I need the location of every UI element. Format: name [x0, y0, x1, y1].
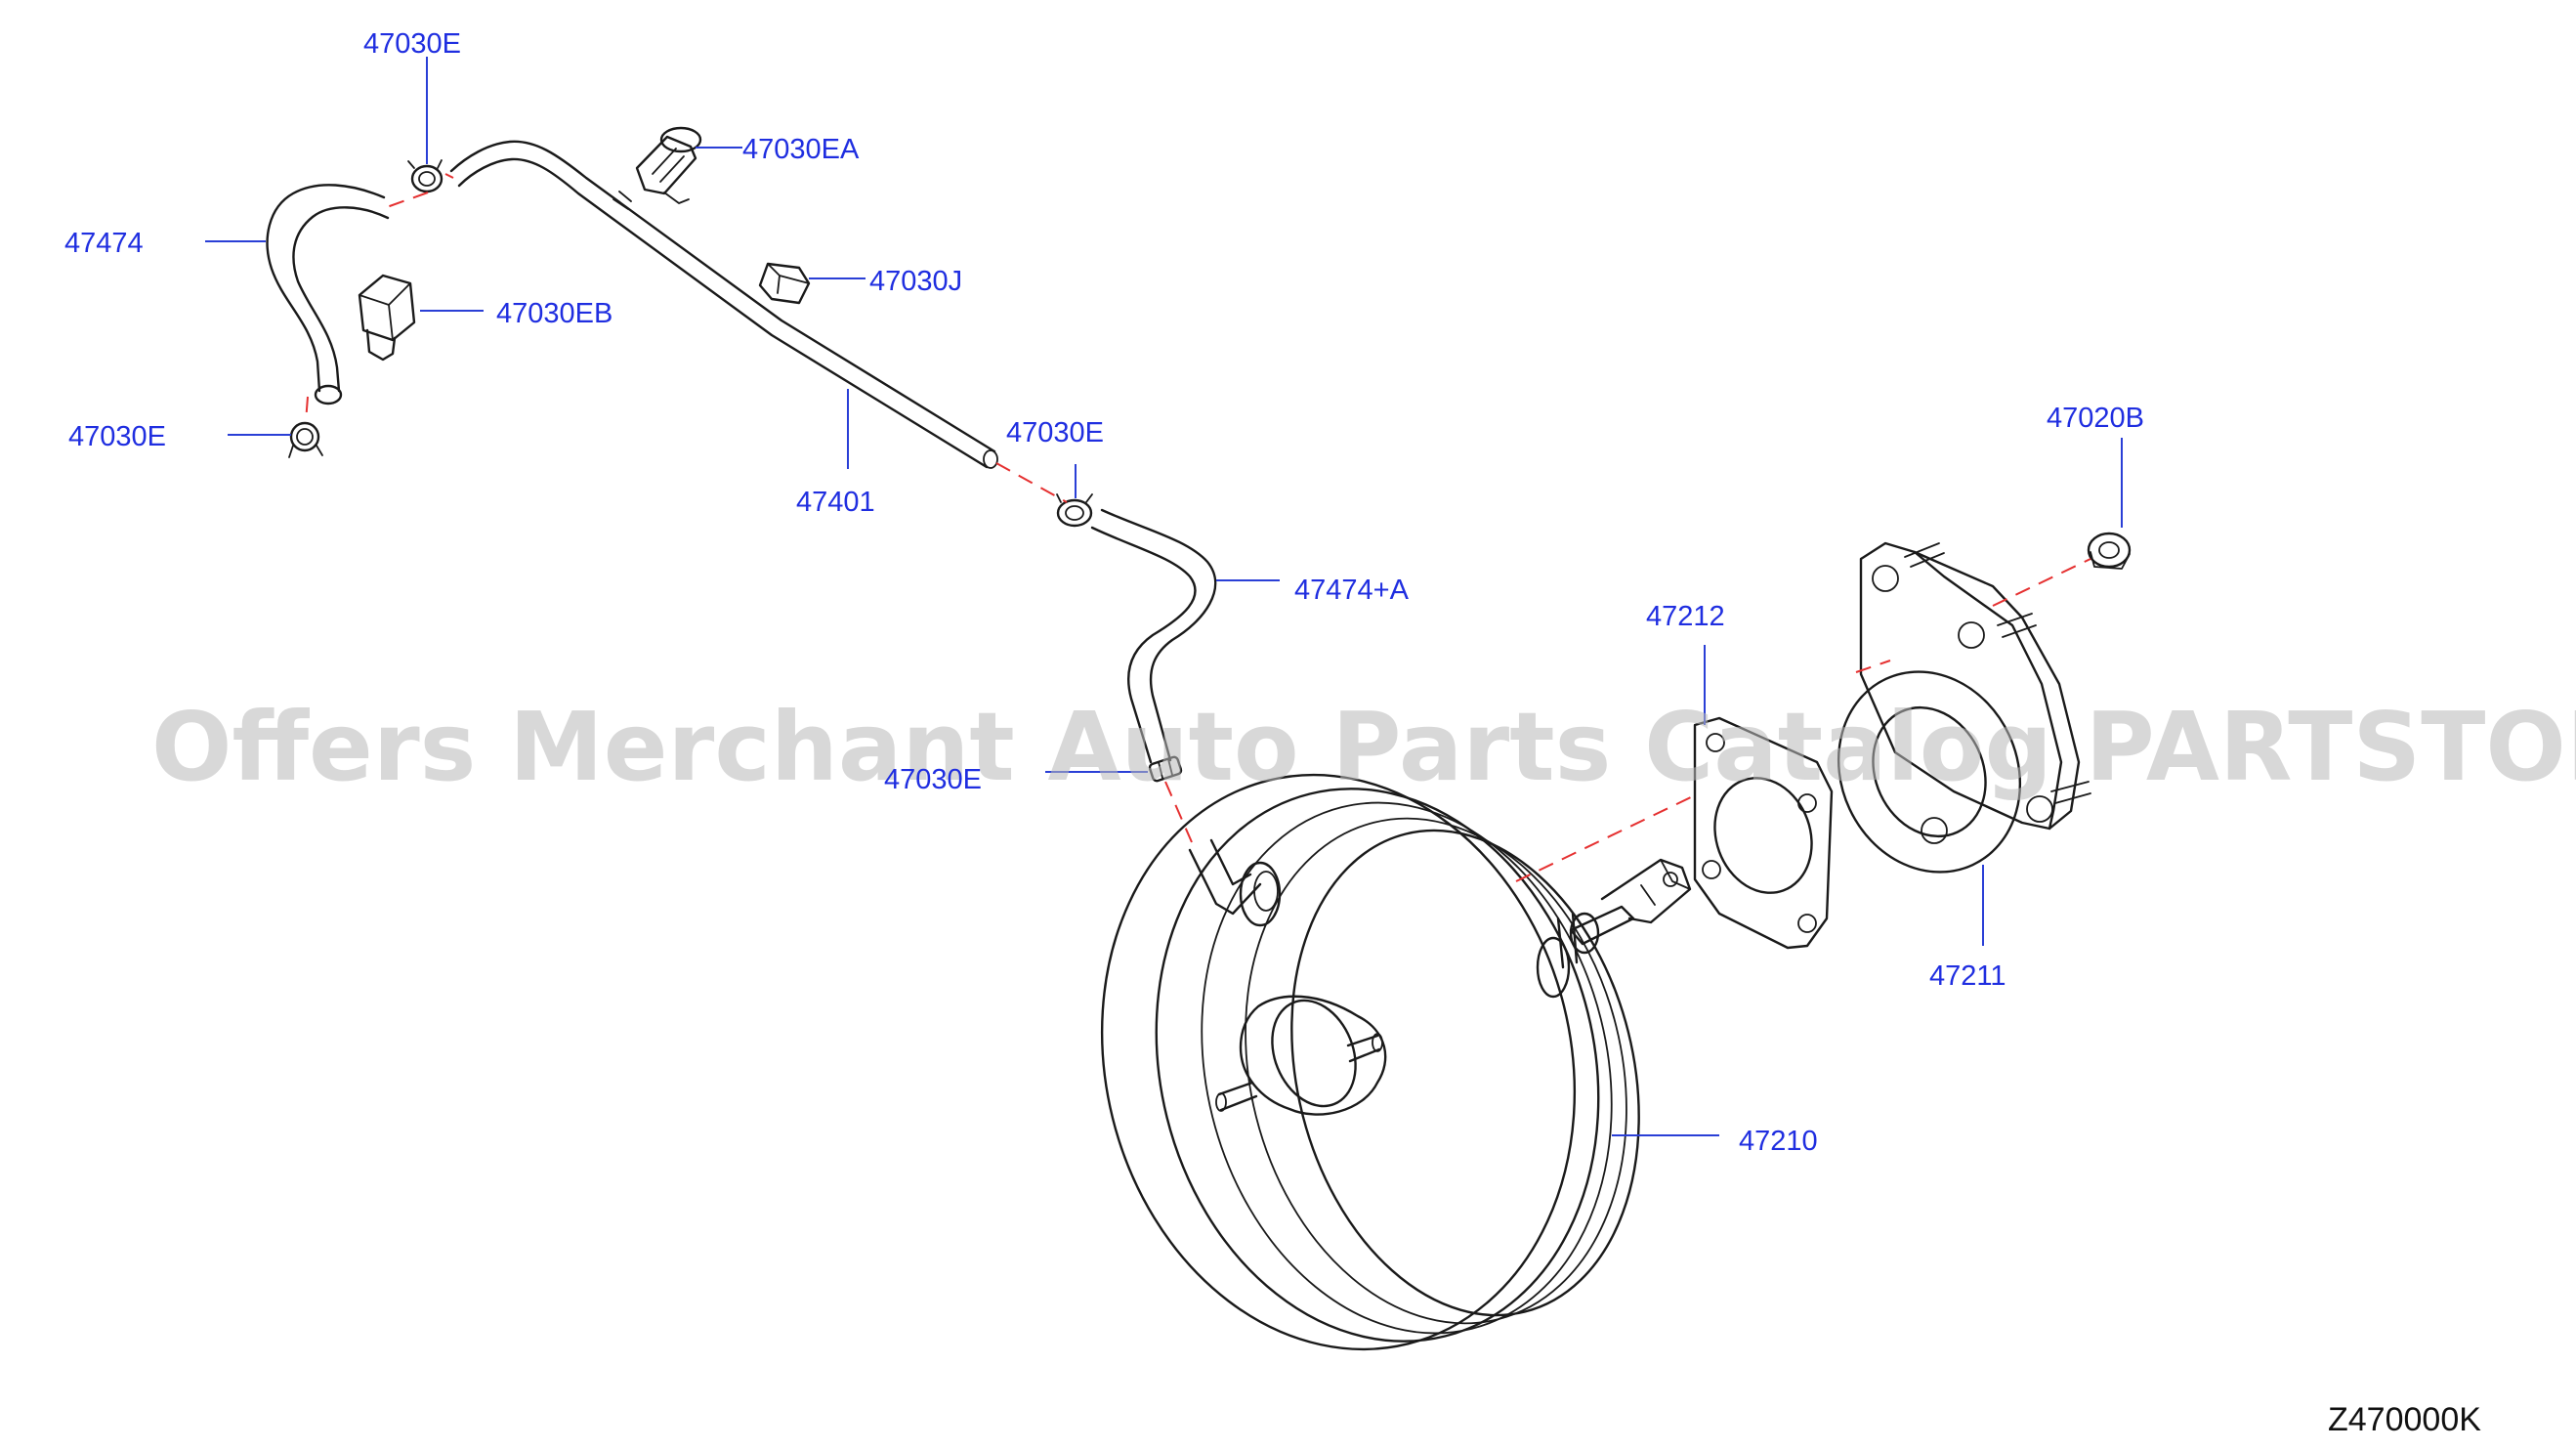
- check-valve[interactable]: [1148, 755, 1183, 783]
- callout-clip-eb[interactable]: 47030EB: [496, 298, 612, 329]
- callout-spacer[interactable]: 47211: [1929, 960, 2006, 992]
- callout-labels: 47030E 47030EA 47474 47030J 47030EB 4703…: [64, 28, 2144, 1157]
- phantom-lines: [305, 173, 2091, 882]
- booster-spacer[interactable]: [1806, 541, 2091, 902]
- vacuum-hose-left[interactable]: [266, 184, 390, 405]
- callout-check-valve[interactable]: 47030E: [884, 764, 982, 795]
- connector-upper[interactable]: [635, 126, 702, 204]
- hose-clamp-middle[interactable]: [1056, 493, 1093, 528]
- callout-booster[interactable]: 47210: [1739, 1126, 1818, 1157]
- callout-clamp-upper[interactable]: 47030E: [363, 28, 461, 60]
- booster-pushrod[interactable]: [1556, 858, 1692, 969]
- hose-clamp-upper[interactable]: [407, 159, 443, 193]
- callout-tube[interactable]: 47401: [796, 487, 875, 518]
- clip-j[interactable]: [758, 262, 811, 305]
- callout-nut[interactable]: 47020B: [2047, 403, 2144, 434]
- callout-clip-j[interactable]: 47030J: [869, 266, 962, 297]
- callout-clamp-middle[interactable]: 47030E: [1006, 417, 1104, 448]
- diagram-code: Z470000K: [2328, 1401, 2481, 1438]
- callout-hose-right[interactable]: 47474+A: [1294, 575, 1410, 606]
- brake-booster[interactable]: [1042, 724, 1688, 1400]
- callout-gasket[interactable]: 47212: [1646, 601, 1725, 632]
- leader-lines: [205, 57, 2123, 1136]
- callout-clamp-lower-left[interactable]: 47030E: [68, 421, 166, 452]
- flange-nut[interactable]: [2087, 532, 2132, 570]
- clip-eb[interactable]: [358, 274, 416, 362]
- hose-clamp-lower-left[interactable]: [288, 421, 323, 458]
- callout-hose-left[interactable]: 47474: [64, 228, 144, 259]
- booster-gasket[interactable]: [1693, 716, 1834, 950]
- vacuum-hose-right[interactable]: [1090, 508, 1217, 764]
- callout-connector-upper[interactable]: 47030EA: [742, 134, 860, 165]
- watermark-text: Offers Merchant Auto Parts Catalog PARTS…: [151, 692, 2576, 802]
- vacuum-tube[interactable]: [449, 140, 998, 469]
